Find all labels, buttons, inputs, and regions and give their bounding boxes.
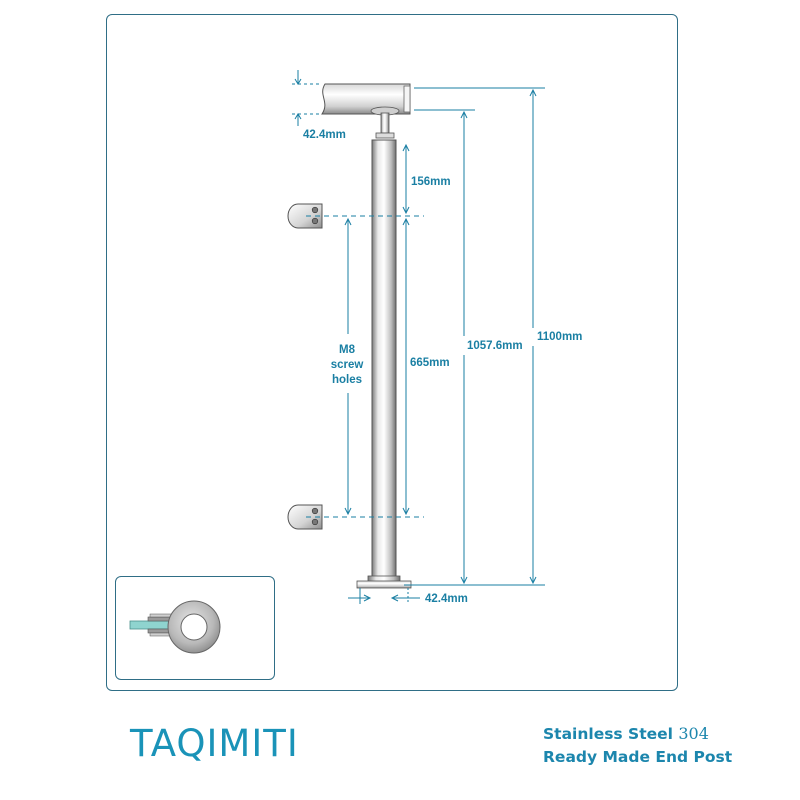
post [371,139,397,579]
glass-clamp-bottom [287,504,323,530]
handrail-diameter-label: 42.4mm [303,129,346,141]
product-grade: 304 [678,724,709,743]
screw-spacing-label: 665mm [410,357,450,369]
product-title: Stainless Steel 304 Ready Made End Post [543,722,732,769]
glass-clamp-top [287,203,323,229]
total-height-label: 1100mm [537,331,583,343]
screw-note-line: M8 [339,344,355,356]
base-plate [356,575,412,589]
screw-holes-note: M8 screw holes [324,343,370,388]
screw-note-line: holes [331,374,363,386]
post-diameter-label: 42.4mm [425,593,468,605]
top-offset-label: 156mm [411,176,451,188]
product-line-1: Stainless Steel 304 [543,722,732,746]
top-view-section [129,600,221,654]
screw-note-line: screw [330,359,364,371]
post-height-label: 1057.6mm [467,340,523,352]
product-material: Stainless Steel [543,725,679,743]
handrail-saddle [370,106,400,139]
dimension-lines [292,70,545,604]
brand-name: TAQIMITI [130,722,299,765]
product-line-2: Ready Made End Post [543,748,733,766]
